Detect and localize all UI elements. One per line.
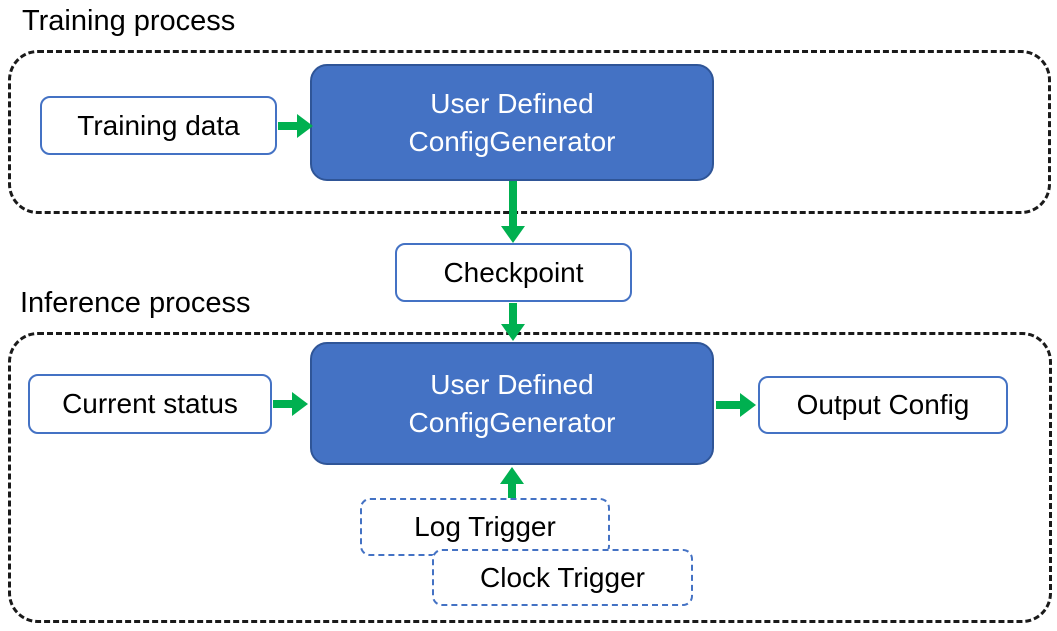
training-process-label: Training process [22, 5, 236, 37]
inference-config-generator-line1: User Defined [430, 368, 594, 400]
log-trigger-node: Log Trigger [360, 498, 610, 556]
training-data-node: Training data [40, 96, 277, 155]
output-config-label: Output Config [796, 389, 970, 420]
training-process-container [8, 50, 1051, 214]
training-config-generator-line1: User Defined [430, 87, 594, 119]
inference-process-container [8, 332, 1052, 623]
inference-config-generator-line2: ConfigGenerator [408, 406, 616, 438]
checkpoint-node: Checkpoint [395, 243, 632, 302]
current-status-node: Current status [28, 374, 272, 434]
current-status-label: Current status [62, 388, 238, 419]
inference-config-generator-node: User Defined ConfigGenerator [310, 342, 714, 465]
arrow-head [501, 226, 525, 243]
training-data-label: Training data [77, 109, 240, 141]
clock-trigger-node: Clock Trigger [432, 549, 693, 606]
arrow-shaft [509, 303, 517, 326]
training-config-generator-line2: ConfigGenerator [408, 125, 616, 157]
clock-trigger-label: Clock Trigger [480, 561, 645, 593]
inference-process-label: Inference process [20, 287, 251, 319]
log-trigger-label: Log Trigger [414, 511, 556, 542]
output-config-node: Output Config [758, 376, 1008, 434]
checkpoint-label: Checkpoint [443, 256, 584, 288]
training-config-generator-node: User Defined ConfigGenerator [310, 64, 714, 181]
